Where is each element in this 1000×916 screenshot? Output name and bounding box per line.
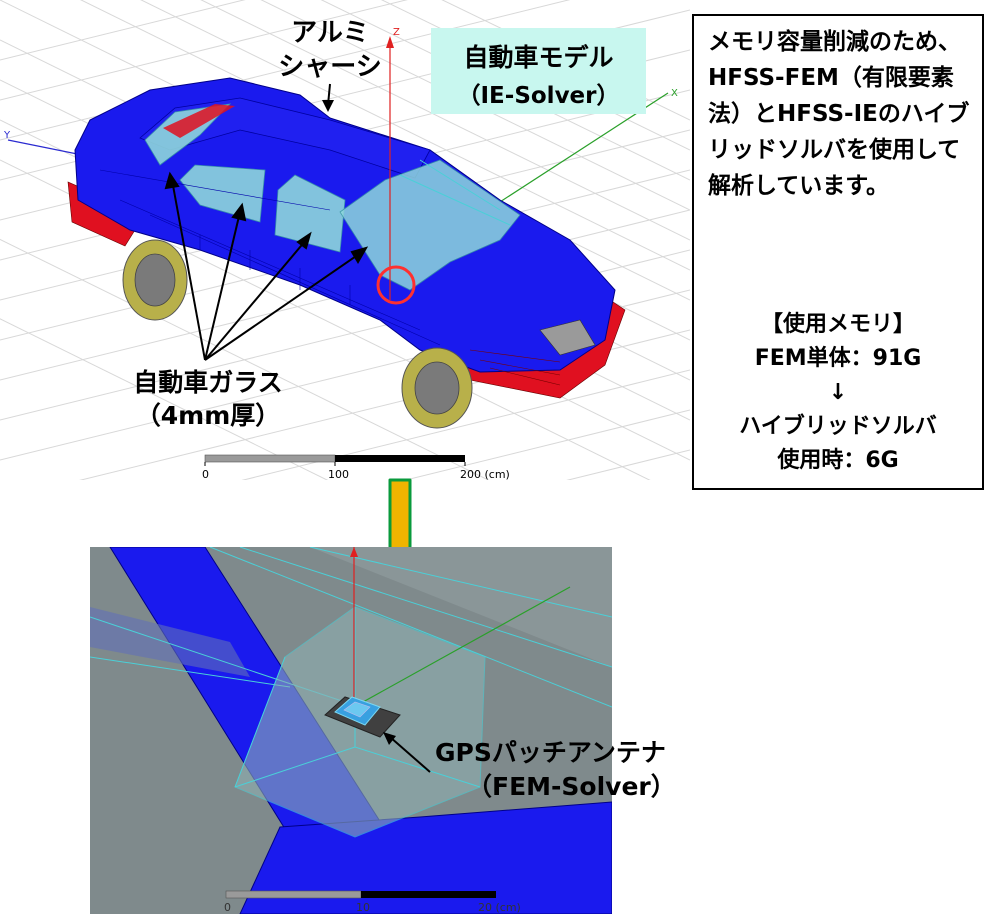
memory-title: 【使用メモリ】 <box>760 312 915 337</box>
scale-bar-bottom: 0 10 20 (cm) <box>224 890 521 914</box>
side-glass-front <box>274 174 346 253</box>
memory-usage: 【使用メモリ】 FEM単体：91G ↓ ハイブリッドソルバ 使用時：6G <box>694 308 982 478</box>
z-axis-label: Z <box>393 27 400 38</box>
memory-fem: FEM単体：91G <box>754 346 922 371</box>
car-glass-label: 自動車ガラス （4mm厚） <box>108 366 308 432</box>
gps-antenna-label-line1: GPSパッチアンテナ <box>435 738 666 767</box>
car-body <box>67 77 626 399</box>
memory-hybrid-line2: 使用時：6G <box>777 448 899 473</box>
scale-top-tick-0: 0 <box>202 468 209 480</box>
scale-bottom-tick-0: 0 <box>224 901 231 914</box>
scale-bottom-tick-20: 20 (cm) <box>478 901 521 914</box>
antenna-location-circle <box>376 265 416 305</box>
memory-arrow: ↓ <box>828 380 848 405</box>
alumi-chassis-label: アルミ シャーシ <box>275 16 385 84</box>
gps-patch-antenna <box>324 696 401 738</box>
y-axis-label: Y <box>3 130 11 141</box>
gps-antenna-label-line2: （FEM-Solver） <box>467 772 676 801</box>
car-glass-label-line1: 自動車ガラス <box>133 368 283 397</box>
car-model-label: 自動車モデル （IE-Solver） <box>431 28 646 114</box>
scale-bottom-tick-10: 10 <box>356 901 370 914</box>
scale-bar-top: 0 100 200 (cm) <box>202 454 510 480</box>
car-glass-label-line2: （4mm厚） <box>135 401 281 430</box>
solver-description: メモリ容量削減のため、HFSS-FEM（有限要素法）とHFSS-IEのハイブリッ… <box>708 29 970 199</box>
car-model-view: Y X Z <box>0 0 690 480</box>
gps-antenna-label: GPSパッチアンテナ （FEM-Solver） <box>395 736 695 804</box>
antenna-zoom-view: 0 10 20 (cm) <box>90 547 612 914</box>
scale-top-tick-200: 200 (cm) <box>460 468 510 480</box>
scale-top-tick-100: 100 <box>328 468 349 480</box>
car-model-label-line2: （IE-Solver） <box>457 83 620 109</box>
car-model-label-line1: 自動車モデル <box>463 43 614 72</box>
alumi-chassis-label-line1: アルミ <box>291 18 369 48</box>
zoom-x-axis <box>353 586 571 708</box>
glass-arrows <box>164 171 369 361</box>
tires <box>122 239 473 429</box>
gps-pointer-arrow <box>389 736 431 773</box>
side-glass-rear <box>179 164 266 223</box>
alumi-chassis-label-line2: シャーシ <box>278 52 382 82</box>
memory-info-box: メモリ容量削減のため、HFSS-FEM（有限要素法）とHFSS-IEのハイブリッ… <box>692 14 984 490</box>
memory-hybrid-line1: ハイブリッドソルバ <box>739 414 937 439</box>
x-axis-label: X <box>671 88 678 99</box>
